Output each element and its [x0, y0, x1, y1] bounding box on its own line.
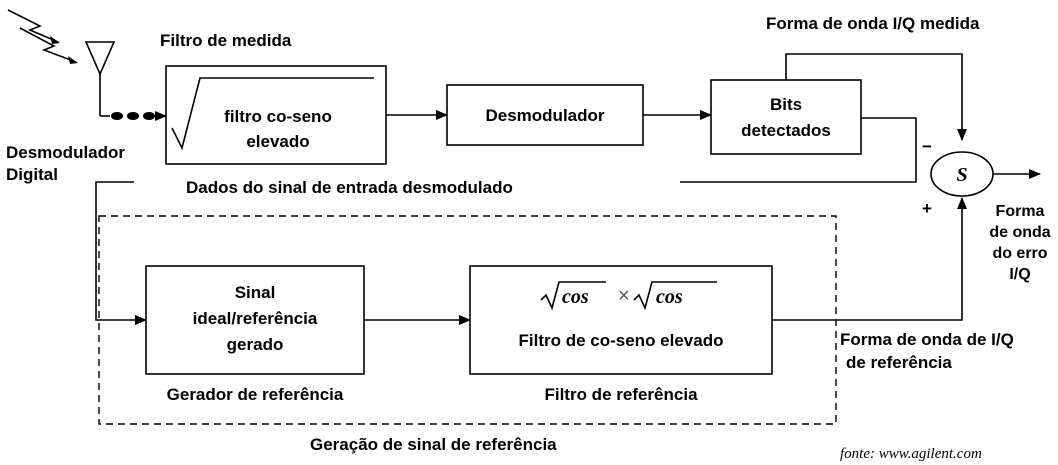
digital-demod-label-2: Digital [6, 165, 58, 184]
bits-text-1: Bits [770, 95, 802, 114]
reference-waveform-line [772, 197, 967, 321]
cosine-filter-text-2: elevado [246, 132, 309, 151]
sqrt-symbol [171, 77, 374, 151]
plus-sign: + [922, 199, 932, 218]
error-label-1: Forma [996, 203, 1045, 220]
digital-demod-label-1: Desmodulador [6, 143, 125, 162]
ideal-text-3: gerado [227, 335, 284, 354]
demodulator-block: Desmodulador [446, 84, 644, 146]
cosine-filter-text-1: filtro co-seno [224, 107, 332, 126]
error-label-2: de onda [989, 224, 1050, 241]
sum-symbol: S [956, 164, 967, 186]
bits-feedback-line [680, 117, 917, 183]
error-label-3: do erro [992, 245, 1047, 262]
reference-input-line [95, 181, 147, 325]
ideal-text-1: Sinal [235, 283, 276, 302]
ref-waveform-label-1: Forma de onda de I/Q [840, 330, 1014, 349]
demodulator-text: Desmodulador [485, 106, 604, 125]
input-dots [111, 112, 155, 120]
measured-waveform-line [785, 53, 967, 141]
measured-waveform-label: Forma de onda I/Q medida [766, 14, 980, 33]
times-symbol: × [618, 285, 630, 307]
bits-text-2: detectados [741, 121, 831, 140]
reference-filter-label: Filtro de referência [544, 385, 698, 404]
error-label-4: I/Q [1009, 266, 1030, 283]
measure-filter-label: Filtro de medida [160, 31, 292, 50]
incoming-signal-icon [7, 9, 78, 64]
reference-filter-block: cos × cos Filtro de co-seno elevado [469, 265, 773, 375]
cos-right-text: cos [656, 286, 683, 308]
summing-node: S [930, 151, 994, 197]
detected-bits-block: Bits detectados [710, 79, 862, 155]
ideal-signal-block: Sinal ideal/referência gerado [145, 265, 365, 375]
minus-sign: − [922, 137, 932, 156]
source-credit: fonte: www.agilent.com [840, 446, 982, 462]
ideal-text-2: ideal/referência [193, 309, 318, 328]
antenna-icon [84, 41, 116, 117]
cosine-filter-block: filtro co-seno elevado [165, 65, 387, 165]
demod-data-label: Dados do sinal de entrada desmodulado [186, 178, 513, 197]
cos-left-text: cos [562, 286, 589, 308]
reference-filter-text: Filtro de co-seno elevado [519, 331, 724, 350]
reference-generation-label: Geração de sinal de referência [310, 435, 557, 454]
sqrt-right-symbol [633, 281, 717, 311]
reference-generator-label: Gerador de referência [167, 385, 344, 404]
ref-waveform-label-2: de referência [846, 353, 952, 372]
sqrt-left-symbol [540, 281, 606, 311]
